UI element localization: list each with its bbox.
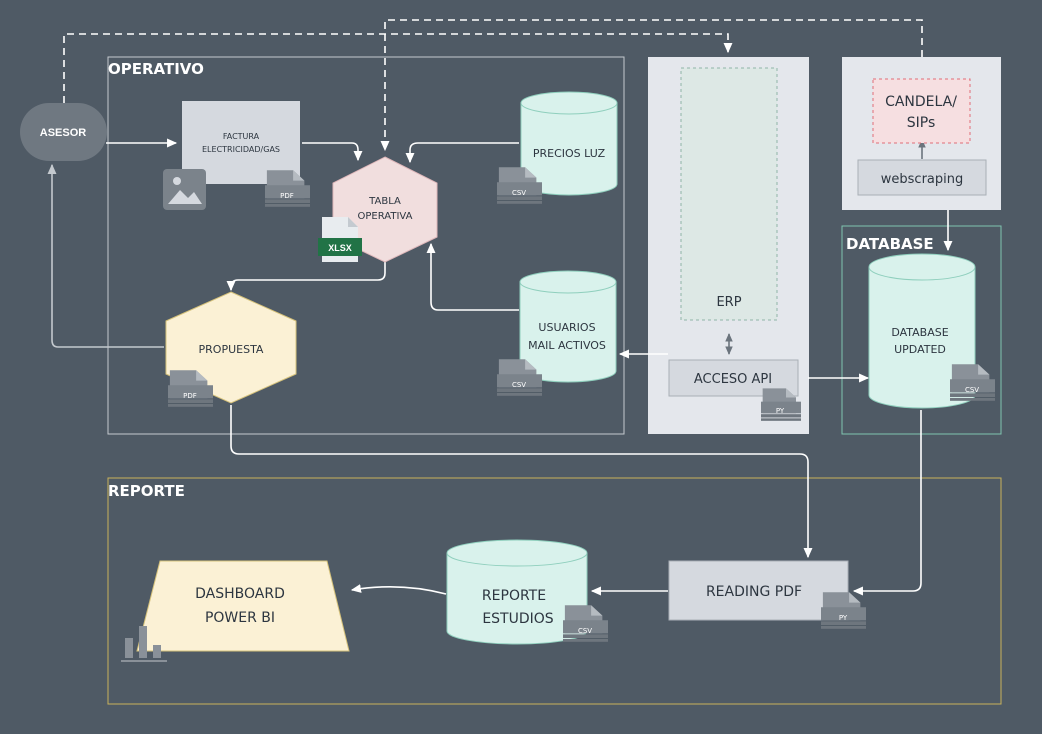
candela-label-line1: CANDELA/ bbox=[885, 94, 957, 110]
tabla-label-line1: TABLA bbox=[368, 196, 401, 207]
section-reporte-title: REPORTE bbox=[108, 482, 185, 500]
propuesta-label: PROPUESTA bbox=[199, 343, 264, 356]
image-icon bbox=[163, 169, 206, 210]
svg-text:CSV: CSV bbox=[965, 386, 979, 394]
asesor-node[interactable]: ASESOR bbox=[20, 103, 107, 161]
webscraping-node[interactable]: webscraping bbox=[857, 159, 987, 196]
tabla-label-line2: OPERATIVA bbox=[358, 211, 413, 222]
reporte-estudios-node[interactable]: REPORTE ESTUDIOS bbox=[446, 539, 588, 645]
acceso-api-node[interactable]: ACCESO API bbox=[668, 359, 799, 397]
connector-database-to-reading bbox=[852, 410, 922, 596]
svg-text:CSV: CSV bbox=[512, 381, 526, 389]
svg-text:CSV: CSV bbox=[512, 189, 526, 197]
database-label-line2: UPDATED bbox=[894, 343, 946, 356]
candela-label-line2: SIPs bbox=[907, 115, 936, 131]
usuarios-label-line1: USUARIOS bbox=[538, 321, 595, 334]
py-file-icon: PY bbox=[761, 388, 801, 421]
reporte-label-line2: ESTUDIOS bbox=[482, 611, 553, 627]
connector-propuesta-to-asesor bbox=[47, 163, 164, 348]
connector-precios-to-tabla bbox=[405, 142, 519, 164]
section-database-title: DATABASE bbox=[846, 235, 934, 253]
csv-file-icon: CSV bbox=[497, 359, 542, 396]
bar-chart-icon bbox=[121, 626, 167, 662]
factura-label-line2: ELECTRICIDAD/GAS bbox=[202, 145, 280, 154]
erp-label: ERP bbox=[716, 295, 741, 310]
reading-pdf-node[interactable]: READING PDF bbox=[668, 560, 849, 621]
asesor-label: ASESOR bbox=[40, 127, 87, 139]
section-reporte: REPORTE bbox=[107, 477, 1002, 705]
dashboard-label-line1: DASHBOARD bbox=[195, 586, 285, 602]
xlsx-file-icon: XLSX bbox=[318, 217, 362, 262]
connector-candela-to-tabla bbox=[380, 19, 923, 152]
svg-text:PDF: PDF bbox=[280, 192, 294, 200]
reporte-label-line1: REPORTE bbox=[482, 588, 546, 604]
pdf-file-icon: PDF bbox=[168, 370, 213, 407]
py-file-icon: PY bbox=[821, 592, 866, 629]
webscraping-label: webscraping bbox=[881, 172, 963, 187]
svg-text:PY: PY bbox=[776, 407, 785, 415]
connector-asesor-to-erp bbox=[63, 33, 733, 103]
csv-file-icon: CSV bbox=[563, 605, 608, 642]
connector-reporte-to-dashboard bbox=[350, 584, 447, 595]
pdf-file-icon: PDF bbox=[265, 170, 310, 207]
usuarios-mail-activos-node[interactable]: USUARIOS MAIL ACTIVOS bbox=[519, 270, 617, 383]
reading-pdf-label: READING PDF bbox=[706, 584, 802, 600]
svg-text:PDF: PDF bbox=[183, 392, 197, 400]
csv-file-icon: CSV bbox=[497, 167, 542, 204]
precios-luz-node[interactable]: PRECIOS LUZ bbox=[520, 91, 618, 196]
candela-sips-node[interactable]: CANDELA/ SIPs bbox=[872, 78, 971, 144]
tabla-operativa-node[interactable]: TABLA OPERATIVA bbox=[332, 156, 438, 263]
csv-file-icon: CSV bbox=[950, 364, 995, 401]
connectors bbox=[47, 19, 953, 596]
dashboard-power-bi-node[interactable]: DASHBOARD POWER BI bbox=[136, 560, 350, 652]
erp-node[interactable]: ERP bbox=[680, 67, 778, 321]
section-operativo-title: OPERATIVO bbox=[108, 60, 204, 78]
section-operativo: OPERATIVO bbox=[107, 56, 625, 435]
connector-factura-to-tabla bbox=[302, 142, 363, 162]
usuarios-label-line2: MAIL ACTIVOS bbox=[528, 339, 606, 352]
connector-usuarios-to-tabla bbox=[426, 242, 519, 311]
connector-tabla-to-propuesta bbox=[226, 262, 386, 292]
acceso-api-label: ACCESO API bbox=[694, 372, 772, 387]
dashboard-label-line2: POWER BI bbox=[205, 610, 275, 626]
precios-luz-label: PRECIOS LUZ bbox=[533, 147, 606, 160]
factura-label-line1: FACTURA bbox=[223, 132, 260, 141]
svg-text:XLSX: XLSX bbox=[328, 243, 352, 253]
database-label-line1: DATABASE bbox=[891, 326, 948, 339]
database-updated-node[interactable]: DATABASE UPDATED bbox=[868, 253, 976, 409]
connector-propuesta-to-reading bbox=[230, 405, 813, 559]
svg-text:CSV: CSV bbox=[578, 627, 592, 635]
svg-text:PY: PY bbox=[839, 614, 848, 622]
